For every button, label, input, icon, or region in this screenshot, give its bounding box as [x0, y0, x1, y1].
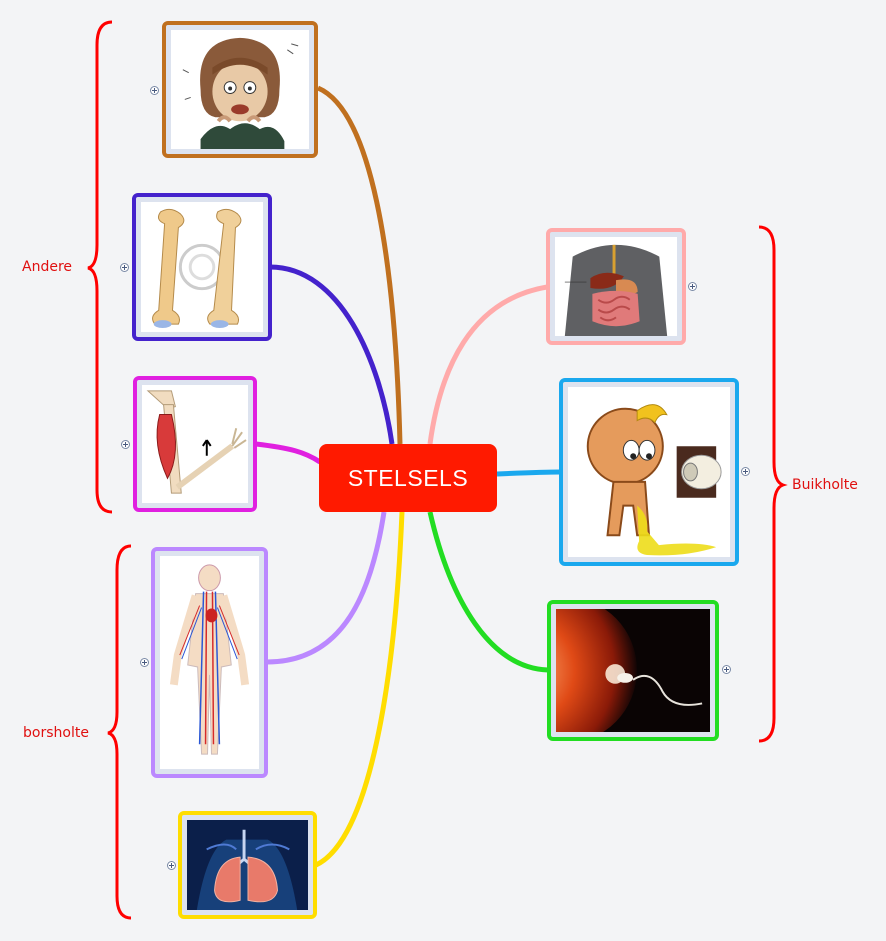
expand-toggle-baby[interactable]	[741, 467, 750, 476]
topic-baby-toilet[interactable]	[559, 378, 739, 566]
expand-toggle-circulatory[interactable]	[140, 658, 149, 667]
group-label-andere: Andere	[22, 259, 73, 275]
lungs-image	[187, 820, 308, 910]
expand-toggle-muscle[interactable]	[121, 440, 130, 449]
bracket-buikholte	[758, 225, 788, 743]
central-topic-label: STELSELS	[347, 464, 469, 491]
scared-woman-image	[171, 30, 309, 149]
group-label-buikholte: Buikholte	[792, 477, 858, 493]
topic-muscle-arm[interactable]	[133, 376, 257, 512]
bones-image	[141, 202, 263, 332]
branch-line-digestive	[427, 284, 548, 445]
branch-line-lungs	[314, 511, 405, 868]
bracket-borsholte	[107, 544, 132, 920]
topic-bones[interactable]	[132, 193, 272, 341]
muscle-arm-image	[142, 385, 248, 503]
topic-scared-woman[interactable]	[162, 21, 318, 158]
central-topic[interactable]: STELSELS	[319, 444, 497, 512]
expand-toggle-bones[interactable]	[120, 263, 129, 272]
circulatory-body-image	[160, 556, 259, 769]
topic-circulatory[interactable]	[151, 547, 268, 778]
expand-toggle-lungs[interactable]	[167, 861, 176, 870]
branch-line-woman	[316, 85, 403, 445]
group-label-borsholte: borsholte	[23, 725, 89, 741]
branch-line-egg	[427, 511, 549, 673]
topic-digestive[interactable]	[546, 228, 686, 345]
egg-sperm-image	[556, 609, 710, 732]
baby-toilet-image	[568, 387, 730, 557]
bracket-andere	[87, 20, 113, 514]
branch-line-circulatory	[266, 511, 387, 665]
branch-line-baby	[496, 469, 561, 477]
branch-line-bones	[269, 264, 395, 445]
branch-line-muscle	[255, 441, 322, 465]
topic-lungs[interactable]	[178, 811, 317, 919]
topic-egg-sperm[interactable]	[547, 600, 719, 741]
expand-toggle-woman[interactable]	[150, 86, 159, 95]
digestive-torso-image	[555, 237, 677, 336]
expand-toggle-egg[interactable]	[722, 665, 731, 674]
expand-toggle-digestive[interactable]	[688, 282, 697, 291]
